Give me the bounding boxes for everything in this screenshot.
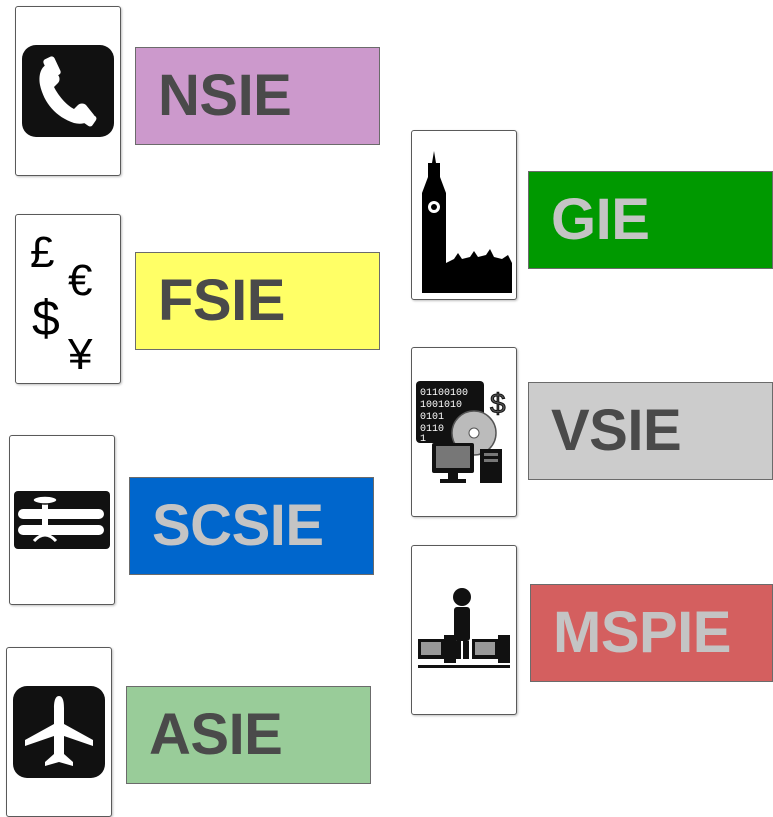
- pound-symbol: £: [30, 228, 54, 277]
- dollar-symbol: $: [32, 290, 60, 346]
- binary-line-1: 01100100: [420, 388, 468, 399]
- nsie-icon-card: [15, 6, 121, 176]
- vsie-label-text: VSIE: [551, 398, 682, 463]
- money-symbol: $: [490, 388, 506, 419]
- big-ben-icon: [422, 151, 512, 293]
- scsie-icon-card: [9, 435, 115, 605]
- binary-line-5: 1: [420, 434, 426, 445]
- euro-symbol: €: [68, 256, 92, 305]
- network-user-icon: [418, 588, 510, 668]
- asie-icon-card: [6, 647, 112, 817]
- computer-data-icon: 01100100 1001010 0101 0110 1 $: [416, 381, 507, 483]
- pipeline-icon: [14, 491, 110, 549]
- fsie-icon-card: £ € $ ¥: [15, 214, 121, 384]
- airplane-icon: [13, 686, 105, 778]
- currency-icon: £ € $ ¥: [30, 228, 93, 379]
- scsie-label-text: SCSIE: [152, 493, 324, 558]
- mspie-icon-card: [411, 545, 517, 715]
- binary-line-3: 0101: [420, 412, 444, 423]
- binary-line-2: 1001010: [420, 400, 462, 411]
- vsie-icon-card: 01100100 1001010 0101 0110 1 $: [411, 347, 517, 517]
- asie-label: ASIE: [126, 686, 371, 784]
- asie-label-text: ASIE: [149, 702, 283, 767]
- nsie-label: NSIE: [135, 47, 380, 145]
- gie-icon-card: [411, 130, 517, 300]
- telephone-icon: [22, 45, 114, 137]
- gie-label-text: GIE: [551, 187, 650, 252]
- gie-label: GIE: [528, 171, 773, 269]
- binary-line-4: 0110: [420, 424, 444, 435]
- mspie-label: MSPIE: [530, 584, 773, 682]
- fsie-label: FSIE: [135, 252, 380, 350]
- fsie-label-text: FSIE: [158, 268, 285, 333]
- mspie-label-text: MSPIE: [553, 600, 732, 665]
- vsie-label: VSIE: [528, 382, 773, 480]
- scsie-label: SCSIE: [129, 477, 374, 575]
- nsie-label-text: NSIE: [158, 63, 292, 128]
- yen-symbol: ¥: [67, 330, 93, 379]
